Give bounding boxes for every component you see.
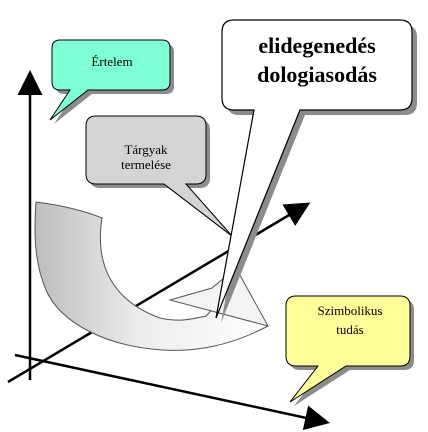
horizontal-axis — [14, 353, 330, 430]
label-szimbolikus: Szimbolikus tudás — [290, 302, 410, 340]
targyak-line1: Tárgyak — [124, 142, 168, 157]
szimbolikus-line1: Szimbolikus — [317, 303, 383, 318]
ertelem-text: Értelem — [91, 54, 133, 69]
elidegenedes-line2: dologiasodás — [257, 61, 377, 87]
label-elidegenedes: elidegenedés dologiasodás — [226, 32, 408, 89]
callout-targyak — [85, 115, 236, 240]
szimbolikus-line2: tudás — [336, 321, 364, 337]
callout-szimbolikus — [285, 295, 414, 406]
targyak-line2: termelése — [121, 156, 171, 172]
curved-ribbon-arrow — [34, 201, 270, 351]
elidegenedes-line1: elidegenedés — [258, 33, 376, 58]
label-ertelem: Értelem — [52, 54, 172, 70]
callout-ertelem — [49, 39, 174, 124]
callout-elidegenedes — [215, 19, 417, 323]
label-targyak: Tárgyak termelése — [86, 142, 206, 173]
